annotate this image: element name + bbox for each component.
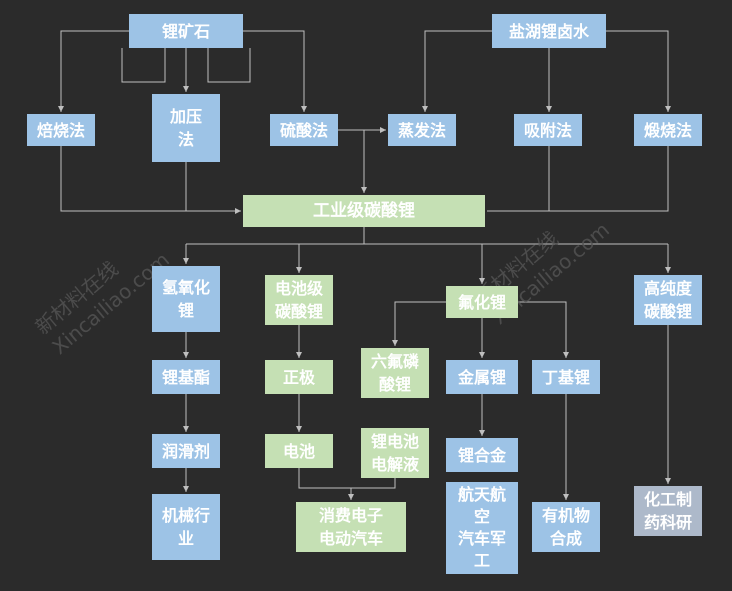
connector-adsorption-down bbox=[487, 146, 550, 212]
node-lubricant: 润滑剂 bbox=[152, 434, 220, 468]
node-organic-synthesis: 有机物 合成 bbox=[532, 502, 600, 552]
connector-electrolyte-to-consumer bbox=[351, 478, 396, 489]
node-lithium-hexafluorophosphate: 六氟磷 酸锂 bbox=[361, 348, 429, 398]
node-battery-grade-lithium-carbonate: 电池级 碳酸锂 bbox=[265, 275, 333, 325]
connector-calcination-down bbox=[487, 146, 669, 212]
node-butyl-lithium: 丁基锂 bbox=[532, 360, 600, 394]
node-chemical-pharma-research: 化工制 药科研 bbox=[634, 486, 702, 536]
node-cathode: 正极 bbox=[265, 360, 333, 394]
node-battery: 电池 bbox=[265, 434, 333, 468]
node-high-purity-lithium-carbonate: 高纯度 碳酸锂 bbox=[634, 275, 702, 325]
connector-battery-to-consumer bbox=[298, 468, 354, 500]
node-pressure-method: 加压 法 bbox=[152, 94, 220, 162]
node-aerospace-auto-military: 航天航 空 汽车军 工 bbox=[446, 482, 518, 574]
connector-ore-to-sulfuric bbox=[243, 30, 307, 112]
node-lithium-metal: 金属锂 bbox=[446, 360, 518, 394]
node-battery-electrolyte: 锂电池 电解液 bbox=[361, 428, 429, 478]
connector-brine-to-evaporation bbox=[422, 30, 492, 112]
node-lithium-alloy: 锂合金 bbox=[446, 438, 518, 472]
node-roasting-method: 焙烧法 bbox=[27, 114, 95, 146]
connector-fluoride-to-lipf6 bbox=[392, 301, 446, 346]
node-lithium-ore: 锂矿石 bbox=[129, 14, 243, 48]
node-lithium-grease: 锂基酯 bbox=[152, 360, 220, 394]
node-evaporation-method: 蒸发法 bbox=[388, 114, 456, 146]
node-calcination-method: 煅烧法 bbox=[634, 114, 702, 146]
connector-ore-loop bbox=[121, 48, 166, 83]
node-lithium-hydroxide: 氢氧化 锂 bbox=[152, 266, 220, 332]
connector-ore-to-roasting bbox=[58, 30, 129, 112]
node-adsorption-method: 吸附法 bbox=[514, 114, 582, 146]
connector-roasting-down bbox=[60, 146, 241, 214]
node-consumer-electronics-ev: 消费电子 电动汽车 bbox=[296, 502, 406, 552]
connector-ore-loop-right bbox=[207, 48, 251, 83]
node-sulfuric-acid-method: 硫酸法 bbox=[270, 114, 338, 146]
connector-fluoride-to-butyl bbox=[518, 301, 569, 358]
node-lithium-fluoride: 氟化锂 bbox=[446, 286, 518, 318]
node-industrial-lithium-carbonate: 工业级碳酸锂 bbox=[243, 195, 485, 227]
node-machinery-industry: 机械行 业 bbox=[152, 494, 220, 560]
node-salt-lake-brine: 盐湖锂卤水 bbox=[492, 14, 606, 48]
connector-brine-to-calcination bbox=[606, 30, 671, 112]
